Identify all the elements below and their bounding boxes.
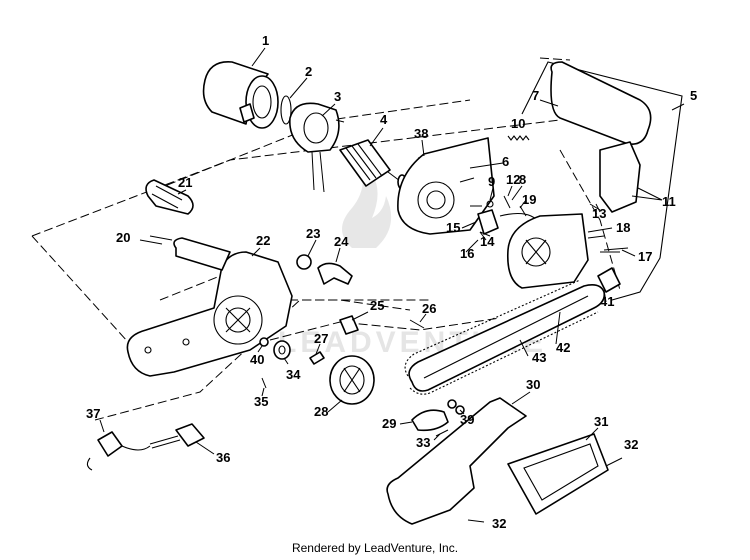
callout-3: 3 — [334, 89, 341, 104]
part-20-screws — [139, 235, 173, 245]
callout-36: 36 — [216, 450, 230, 465]
part-25-switch — [339, 315, 359, 335]
part-2-ring — [280, 95, 292, 125]
part-43-chain — [404, 279, 599, 395]
part-29-plate — [411, 409, 449, 432]
callout-16: 16 — [460, 246, 474, 261]
part-7-handle-bracket — [599, 141, 641, 213]
callout-32-bottom: 32 — [492, 516, 506, 531]
callout-19: 19 — [522, 192, 536, 207]
callout-35: 35 — [254, 394, 268, 409]
callout-labels: 1 2 3 4 5 6 7 8 9 10 11 12 13 14 15 16 1… — [86, 33, 697, 531]
callout-10: 10 — [511, 116, 525, 131]
part-40-washer — [259, 337, 269, 347]
callout-39: 39 — [460, 412, 474, 427]
part-3-field-coil — [289, 102, 345, 193]
part-7-handle — [550, 61, 652, 146]
callout-5: 5 — [690, 88, 697, 103]
part-33-screw — [435, 429, 449, 437]
part-5-cover-outline — [521, 61, 683, 301]
part-37-cord-connector — [86, 431, 151, 471]
callout-4: 4 — [380, 112, 388, 127]
callout-8: 8 — [519, 172, 526, 187]
part-26-screw — [409, 319, 425, 329]
callout-31: 31 — [594, 414, 608, 429]
callout-29: 29 — [382, 416, 396, 431]
part-21-grip — [145, 179, 194, 215]
callout-42: 42 — [556, 340, 570, 355]
callout-26: 26 — [422, 301, 436, 316]
callout-24: 24 — [334, 234, 349, 249]
part-17-screw — [603, 247, 629, 251]
callout-40: 40 — [250, 352, 264, 367]
callout-20: 20 — [116, 230, 130, 245]
part-22-main-housing — [126, 237, 293, 377]
part-34-pinion — [273, 340, 291, 360]
callout-9: 9 — [488, 174, 495, 189]
part-4-armature — [339, 139, 407, 190]
callout-2: 2 — [305, 64, 312, 79]
part-31-chain-guard — [507, 433, 609, 515]
callout-43: 43 — [532, 350, 546, 365]
part-36-switch — [149, 423, 205, 449]
part-18-gear-cover — [506, 213, 620, 289]
callout-33: 33 — [416, 435, 430, 450]
callout-41: 41 — [600, 294, 614, 309]
callout-37: 37 — [86, 406, 100, 421]
callout-leader-lines — [99, 47, 685, 455]
callout-22: 22 — [256, 233, 270, 248]
callout-12: 12 — [506, 172, 520, 187]
callout-15: 15 — [446, 220, 460, 235]
callout-13: 13 — [592, 206, 606, 221]
part-23-bushing — [296, 254, 312, 270]
part-32-screw-top — [605, 457, 623, 467]
part-30-bar-guard — [386, 397, 527, 525]
callout-32-top: 32 — [624, 437, 638, 452]
part-32-screw-bottom — [467, 519, 485, 523]
part-1-motor-housing — [202, 61, 279, 129]
callout-11: 11 — [662, 194, 676, 209]
callout-27: 27 — [314, 331, 328, 346]
callout-30: 30 — [526, 377, 540, 392]
callout-14: 14 — [480, 234, 495, 249]
callout-28: 28 — [314, 404, 328, 419]
part-35-screw — [261, 377, 267, 389]
callout-6: 6 — [502, 154, 509, 169]
callout-1: 1 — [262, 33, 269, 48]
callout-17: 17 — [638, 249, 652, 264]
part-6-gear-case — [397, 137, 495, 235]
callout-38: 38 — [414, 126, 428, 141]
part-10-spring — [507, 135, 530, 141]
credit-line: Rendered by LeadVenture, Inc. — [291, 541, 459, 555]
callout-21: 21 — [178, 175, 192, 190]
part-27-pin — [309, 351, 325, 365]
callout-7: 7 — [532, 88, 539, 103]
part-28-sprocket — [329, 355, 375, 405]
callout-18: 18 — [616, 220, 630, 235]
part-41-bar-plate — [597, 267, 621, 293]
callout-25: 25 — [370, 298, 384, 313]
part-24-trigger — [317, 262, 353, 285]
callout-23: 23 — [306, 226, 320, 241]
callout-34: 34 — [286, 367, 301, 382]
